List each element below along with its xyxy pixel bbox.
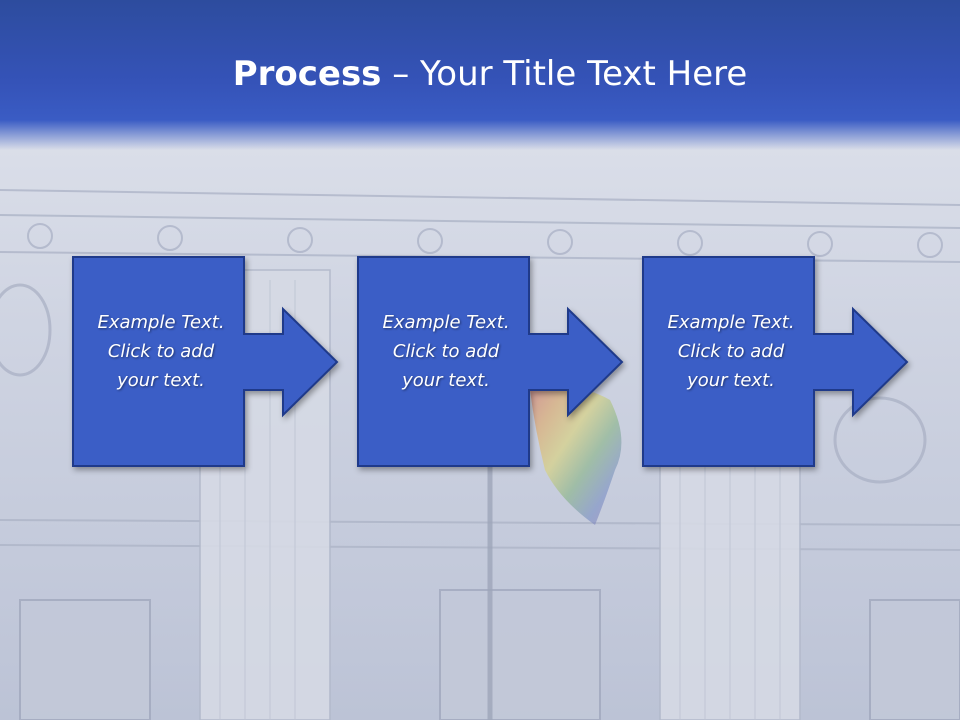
step-3-text: Example Text. Click to add your text. — [667, 312, 795, 391]
step-1-text: Example Text. Click to add your text. — [97, 312, 225, 391]
step-2-text: Example Text. Click to add your text. — [382, 312, 510, 391]
step-2-arrow-shape — [357, 256, 624, 467]
slide-title[interactable]: Process – Your Title Text Here — [0, 52, 960, 96]
process-step-2[interactable]: Example Text. Click to add your text. — [357, 256, 624, 467]
step-1-arrow-shape — [72, 256, 339, 467]
process-step-1[interactable]: Example Text. Click to add your text. — [72, 256, 339, 467]
process-step-3[interactable]: Example Text. Click to add your text. — [642, 256, 909, 467]
step-3-arrow-shape — [642, 256, 909, 467]
title-rest-part: – Your Title Text Here — [381, 54, 748, 94]
title-bold-part: Process — [232, 54, 382, 94]
title-band — [0, 0, 960, 150]
